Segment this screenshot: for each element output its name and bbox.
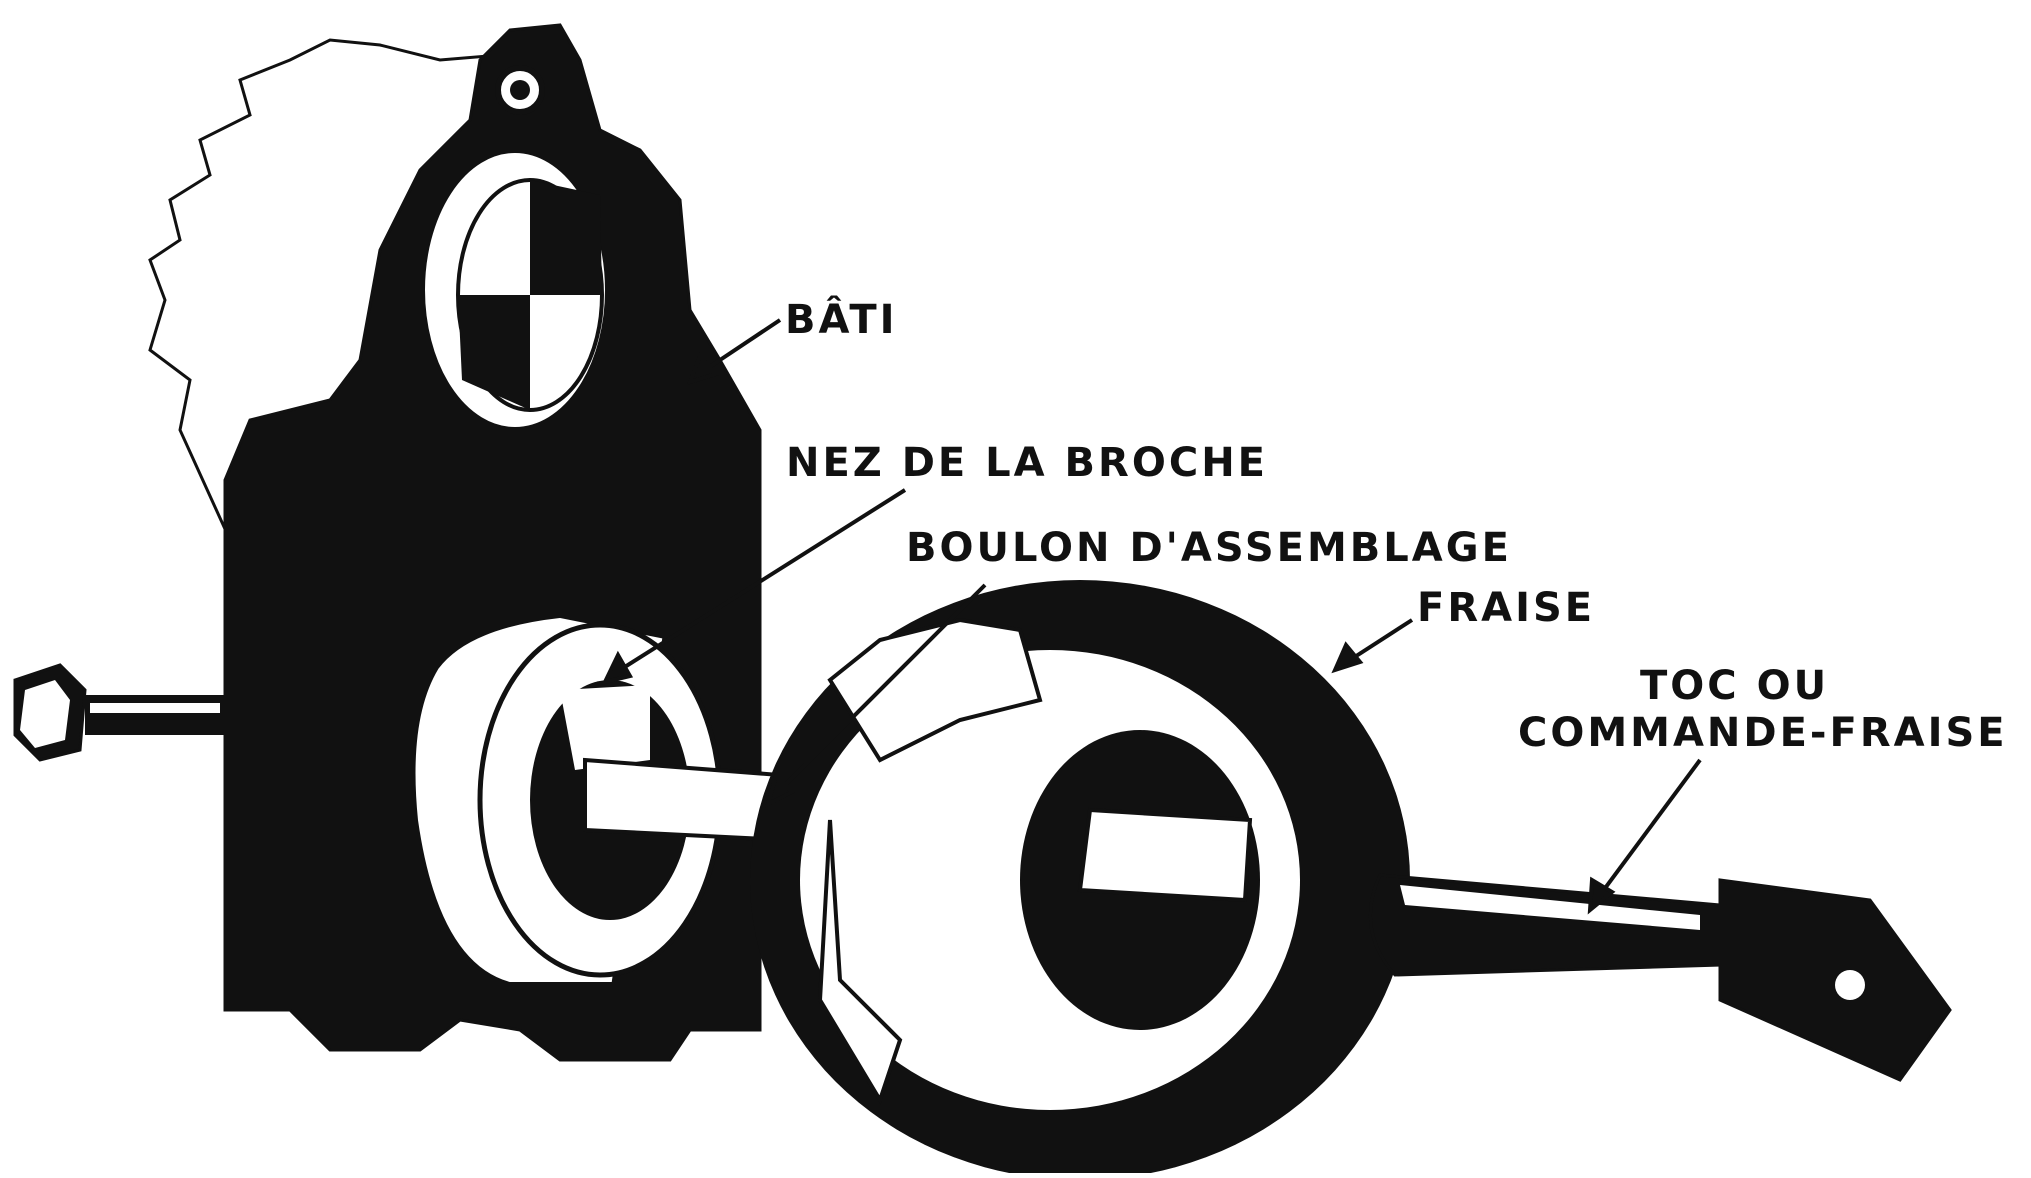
cutter-driver (1368, 873, 1952, 1082)
window-shade-a (530, 180, 602, 295)
arrow-boulon (764, 772, 796, 808)
arrow-nez (601, 650, 634, 685)
bolt-head-face (20, 680, 70, 748)
label-assembly-bolt: BOULON D'ASSEMBLAGE (906, 525, 1512, 571)
label-driver-line2: COMMANDE-FRAISE (1518, 710, 2008, 756)
driver-lug-hole (1835, 970, 1865, 1000)
leader-fraise (1348, 618, 1414, 662)
leader-toc (1598, 758, 1702, 897)
window-shade-b (458, 295, 530, 410)
arrow-toc (1587, 876, 1616, 915)
leader-lines (601, 318, 1702, 915)
frame-bolt-center (510, 80, 530, 100)
driver-shaft-shine (1400, 885, 1700, 930)
bolt-shank-shine (90, 703, 220, 713)
cutter-arbor-thread (1077, 807, 1253, 903)
label-bati: BÂTI (785, 297, 898, 343)
bolt-shank-left (85, 695, 225, 735)
driver-lug (1718, 878, 1952, 1082)
arrow-fraise (1331, 641, 1364, 674)
cutter-teeth-side (817, 819, 903, 1105)
milling-cutter (750, 580, 1410, 1178)
leader-bati (703, 318, 782, 372)
label-spindle-nose: NEZ DE LA BROCHE (786, 440, 1269, 486)
leader-nez (618, 488, 907, 672)
leader-boulon (778, 583, 987, 792)
frame-outline (148, 38, 531, 541)
spindle-highlight (560, 685, 650, 770)
arrow-bati (686, 352, 720, 386)
label-driver-line1: TOC OU (1640, 663, 1830, 709)
cutter-teeth-top (827, 617, 1043, 763)
label-cutter: FRAISE (1417, 585, 1596, 631)
assembly-bolt (13, 663, 794, 843)
